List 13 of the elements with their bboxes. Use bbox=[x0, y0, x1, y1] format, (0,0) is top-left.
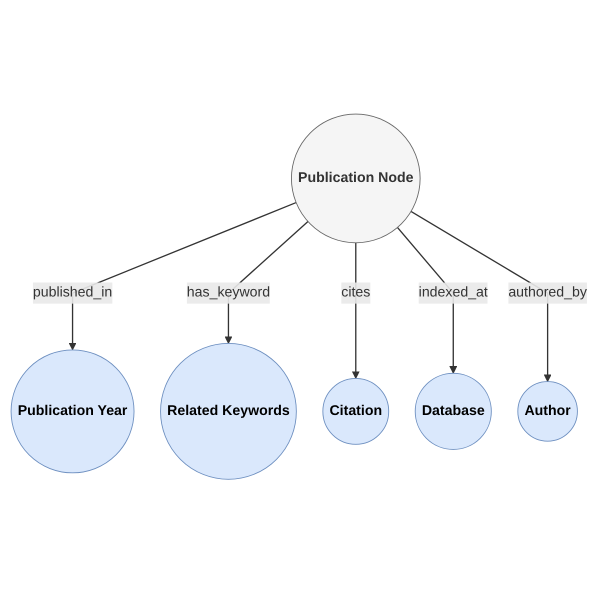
edge-label: indexed_at bbox=[418, 285, 488, 301]
node-circle: Publication Year bbox=[10, 350, 134, 474]
edge-label: published_in bbox=[32, 285, 112, 301]
node-circle: Related Keywords bbox=[160, 343, 297, 480]
edge-label: has_keyword bbox=[186, 285, 270, 301]
node-circle: Author bbox=[517, 381, 578, 442]
edge-label: authored_by bbox=[508, 285, 587, 301]
edge-label: cites bbox=[341, 285, 370, 301]
node-circle: Database bbox=[414, 373, 492, 450]
node-circle: Citation bbox=[322, 378, 390, 446]
arrow bbox=[68, 202, 296, 351]
arrow bbox=[410, 211, 552, 382]
node-circle: Publication Node bbox=[291, 114, 421, 244]
